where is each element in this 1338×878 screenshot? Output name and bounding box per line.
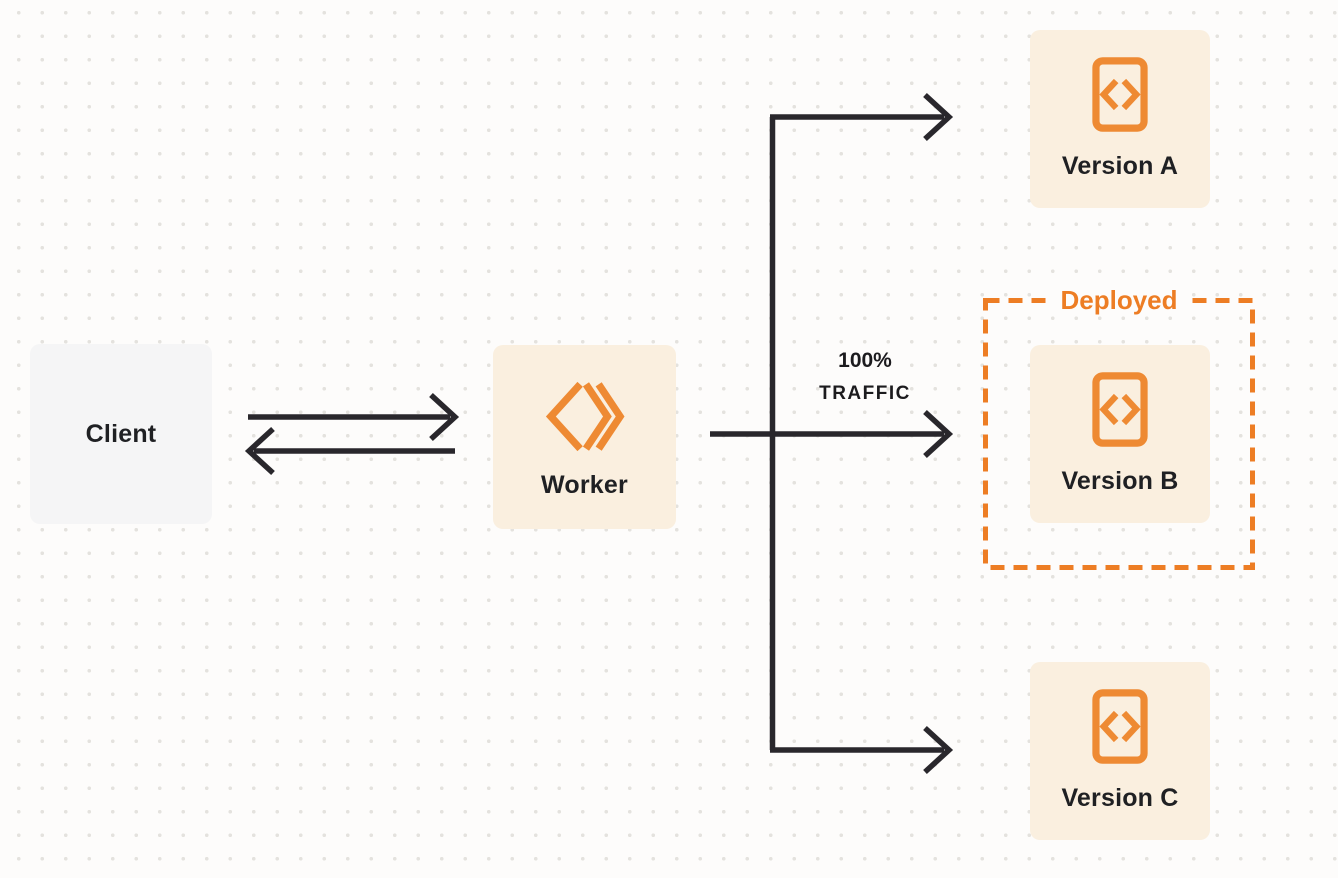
workers-double-chevron-icon <box>545 381 625 452</box>
arrow-worker-to-version-b <box>710 409 954 459</box>
traffic-percent-text: 100% <box>838 349 892 372</box>
traffic-word-text: TRAFFIC <box>819 383 911 404</box>
arrow-worker-to-client <box>244 426 455 476</box>
version-b-label: Version B <box>1061 467 1179 495</box>
arrow-branch-to-version-c <box>770 725 954 775</box>
traffic-annotation: 100% TRAFFIC <box>785 350 945 403</box>
version-c-label: Version C <box>1061 784 1179 812</box>
version-b-node: Version B <box>1030 345 1210 523</box>
worker-label: Worker <box>541 471 628 499</box>
arrow-client-to-worker <box>248 392 460 442</box>
version-a-node: Version A <box>1030 30 1210 208</box>
client-node: Client <box>30 344 212 524</box>
code-file-icon <box>1092 57 1148 132</box>
code-file-icon <box>1092 372 1148 447</box>
version-a-label: Version A <box>1061 152 1179 180</box>
worker-node: Worker <box>493 345 676 529</box>
deployed-label: Deployed <box>1048 286 1190 314</box>
arrow-branch-to-version-a <box>770 92 954 142</box>
version-c-node: Version C <box>1030 662 1210 840</box>
code-file-icon <box>1092 689 1148 764</box>
client-label: Client <box>85 419 157 448</box>
deployed-caption: Deployed <box>985 286 1253 314</box>
